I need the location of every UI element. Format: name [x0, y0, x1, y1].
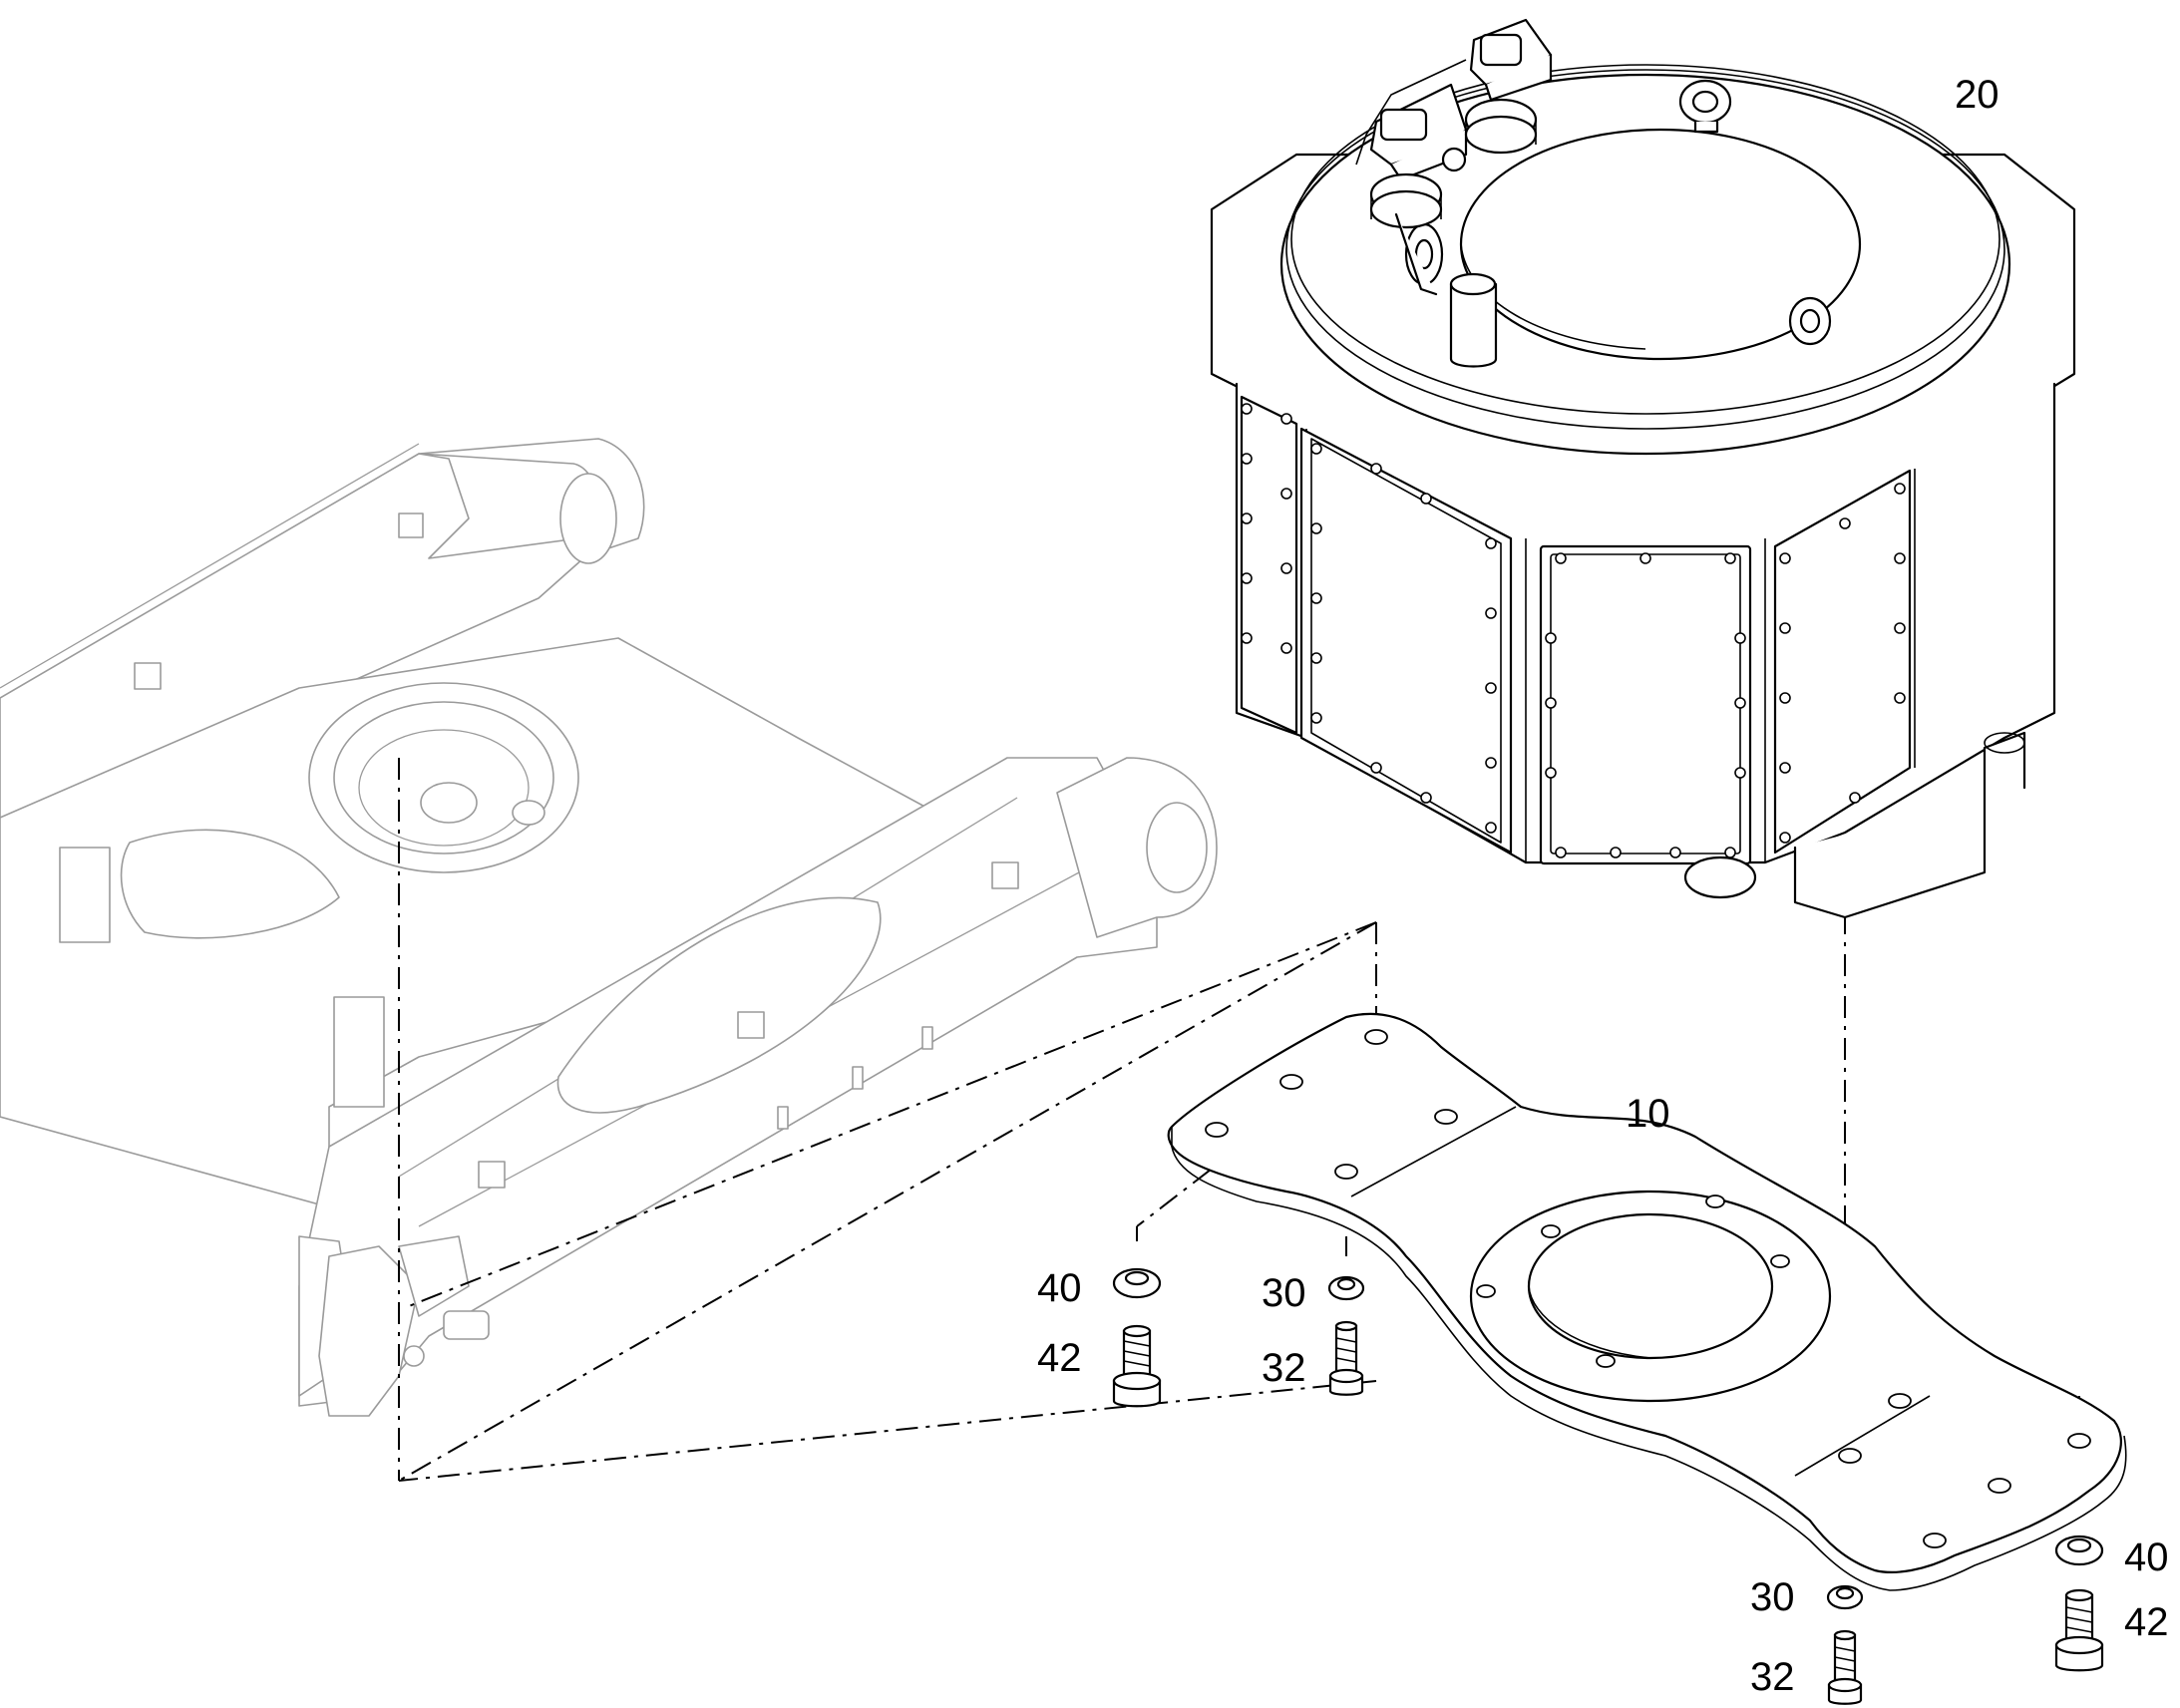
fasteners	[1112, 1267, 2104, 1705]
bolt-32-bottom	[1827, 1629, 1863, 1705]
washer-30-mid	[1327, 1275, 1365, 1301]
callout-40-left: 40	[1037, 1266, 1082, 1310]
callout-30-mid: 30	[1262, 1271, 1306, 1315]
callout-10: 10	[1626, 1092, 1670, 1136]
callout-42-right: 42	[2124, 1600, 2169, 1644]
panel-bolts	[1241, 403, 1906, 858]
callout-labels: 20 10 40 42 30 32 40 42 30 32	[1037, 73, 2169, 1699]
base-plate	[1167, 1012, 2127, 1591]
washer-40-left	[1112, 1267, 1162, 1299]
washer-40-right	[2054, 1535, 2104, 1566]
callout-32-bottom: 32	[1750, 1655, 1795, 1699]
callout-40-right: 40	[2124, 1536, 2169, 1579]
undercarriage-frame	[0, 438, 1218, 1417]
washer-30-bottom	[1826, 1584, 1864, 1610]
callout-32-mid: 32	[1262, 1346, 1306, 1390]
plate-holes	[1205, 1029, 2091, 1548]
bolt-42-left	[1112, 1324, 1162, 1408]
bolt-32-mid	[1328, 1320, 1364, 1396]
callout-20: 20	[1955, 73, 1999, 117]
gearbox-housing	[1210, 18, 2076, 919]
callout-30-bottom: 30	[1750, 1575, 1795, 1619]
bolt-42-right	[2054, 1588, 2104, 1672]
callout-42-left: 42	[1037, 1336, 1082, 1380]
